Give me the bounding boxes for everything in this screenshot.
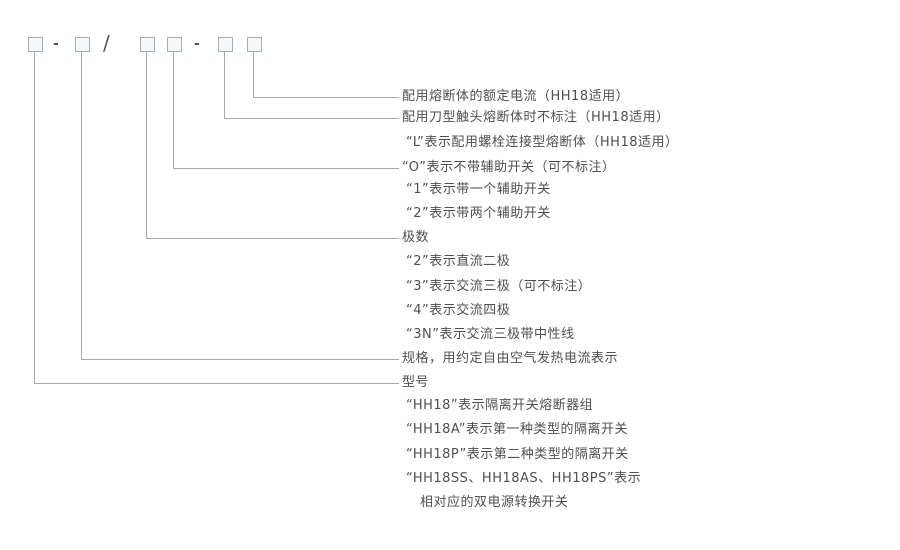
label-model-hh18p: “HH18P”表示第二种类型的隔离开关 bbox=[406, 447, 629, 462]
label-aux-two: “2”表示带两个辅助开关 bbox=[406, 206, 551, 221]
code-box-model bbox=[28, 37, 43, 52]
separator-slash: / bbox=[103, 31, 110, 55]
label-aux-one: “1”表示带一个辅助开关 bbox=[406, 182, 551, 197]
connector-spec bbox=[81, 51, 399, 360]
code-box-poles bbox=[140, 37, 155, 52]
code-box-aux bbox=[167, 37, 182, 52]
label-poles-ac3: “3”表示交流三极（可不标注） bbox=[406, 279, 592, 294]
label-poles-dc2: “2”表示直流二极 bbox=[406, 254, 511, 269]
label-model-hh18s-1: “HH18SS、HH18AS、HH18PS”表示 bbox=[406, 471, 642, 486]
connector-model bbox=[34, 51, 399, 384]
label-model-hh18: “HH18”表示隔离开关熔断器组 bbox=[406, 398, 594, 413]
label-model-hh18a: “HH18A”表示第一种类型的隔离开关 bbox=[406, 422, 628, 437]
connector-aux bbox=[173, 51, 399, 169]
label-poles: 极数 bbox=[402, 230, 430, 245]
label-fuse-current: 配用熔断体的额定电流（HH18适用） bbox=[402, 89, 630, 104]
connector-fuse-current bbox=[253, 51, 399, 98]
code-box-fuse-current bbox=[247, 37, 262, 52]
label-model-hh18s-2: 相对应的双电源转换开关 bbox=[420, 495, 569, 510]
code-box-fuse-type bbox=[218, 37, 233, 52]
label-knife-fuse: 配用刀型触头熔断体时不标注（HH18适用） bbox=[402, 110, 670, 125]
label-bolt-fuse: “L”表示配用螺栓连接型熔断体（HH18适用） bbox=[406, 135, 679, 150]
label-model: 型号 bbox=[402, 375, 430, 390]
label-poles-ac4: “4”表示交流四极 bbox=[406, 303, 511, 318]
label-poles-3n: “3N”表示交流三极带中性线 bbox=[406, 327, 575, 342]
code-box-spec bbox=[75, 37, 90, 52]
separator-dash-1: - bbox=[53, 36, 59, 52]
label-aux-none: “O”表示不带辅助开关（可不标注） bbox=[402, 160, 616, 175]
separator-dash-2: - bbox=[194, 36, 200, 52]
label-spec: 规格，用约定自由空气发热电流表示 bbox=[402, 351, 619, 366]
connector-fuse-type bbox=[224, 51, 399, 119]
connector-poles bbox=[146, 51, 399, 239]
